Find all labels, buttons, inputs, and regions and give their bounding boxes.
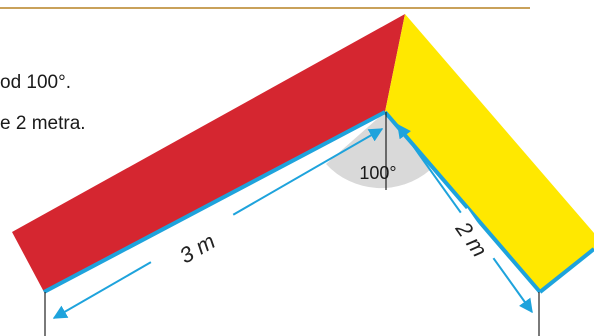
right-dimension-label-bg bbox=[444, 208, 500, 270]
angle-label: 100° bbox=[359, 163, 396, 183]
left-dimension-label-bg bbox=[147, 208, 248, 288]
right-edge-end bbox=[538, 247, 594, 294]
problem-text-line-1: od 100°. bbox=[0, 72, 71, 93]
